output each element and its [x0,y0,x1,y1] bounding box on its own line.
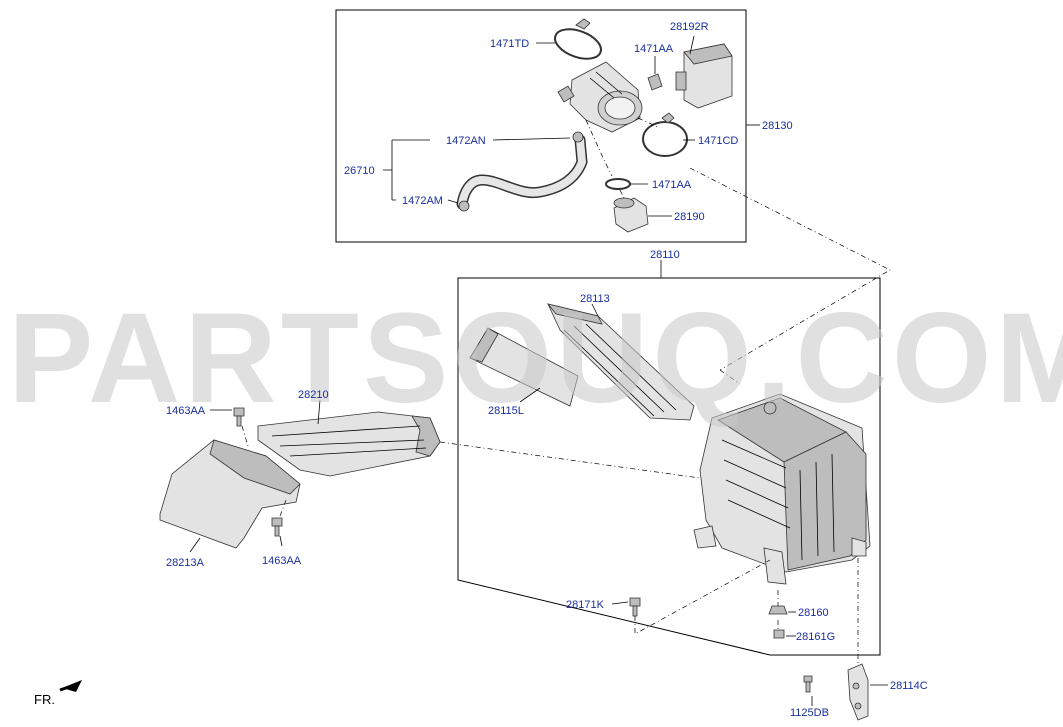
clamp-screw [575,18,591,30]
callout-1471td[interactable]: 1471TD [490,38,529,50]
hose-clip-1472am [458,200,470,212]
callout-28110[interactable]: 28110 [650,249,680,261]
bolt-1463aa-bottom [271,517,283,537]
lower-group-box [457,277,881,656]
hose-clamp-1471td [554,28,602,60]
callout-1471aa-mid[interactable]: 1471AA [652,179,692,191]
hose-clamp-1471cd [642,121,688,157]
upper-group-box [335,9,747,243]
callout-1472an[interactable]: 1472AN [446,135,486,147]
bushing-28161g [773,629,785,639]
bolt-28171k [629,597,641,617]
callout-28160[interactable]: 28160 [798,607,829,619]
callout-1463aa-bottom[interactable]: 1463AA [262,555,302,567]
clamp-screw-cd [661,112,675,124]
air-cleaner-housing [693,393,871,585]
callout-1463aa-top[interactable]: 1463AA [166,405,206,417]
bracket-28114c [847,663,869,721]
callout-28113[interactable]: 28113 [580,293,610,305]
callout-26710[interactable]: 26710 [344,165,375,177]
callout-28130[interactable]: 28130 [762,120,793,132]
air-duct-sensor [557,61,643,133]
callout-28210[interactable]: 28210 [298,389,329,401]
callout-28171k[interactable]: 28171K [566,599,605,611]
callout-28190[interactable]: 28190 [674,211,705,223]
callout-1471aa-top[interactable]: 1471AA [634,43,674,55]
air-guide-28213a [159,439,301,549]
callout-28213a[interactable]: 28213A [166,557,205,569]
hose-clip-1472an [572,131,584,143]
callout-28192r[interactable]: 28192R [670,21,709,33]
callout-28115l[interactable]: 28115L [488,405,524,417]
watermark: PARTSOUQ.COM [8,287,1063,430]
callout-28114c[interactable]: 28114C [890,680,928,692]
small-clamp-mid [605,178,631,190]
callout-1472am[interactable]: 1472AM [402,195,443,207]
grommet-28160 [768,605,788,615]
small-clamp-top [647,73,663,91]
front-label: FR. [34,692,55,707]
intake-duct-28210 [257,411,441,477]
resonator-28192r [675,43,733,109]
bolt-1463aa-top [233,407,245,427]
callout-1471cd[interactable]: 1471CD [698,135,738,147]
callout-28161g[interactable]: 28161G [796,631,835,643]
callout-1125db[interactable]: 1125DB [790,707,829,719]
bolt-1125db [803,675,813,693]
